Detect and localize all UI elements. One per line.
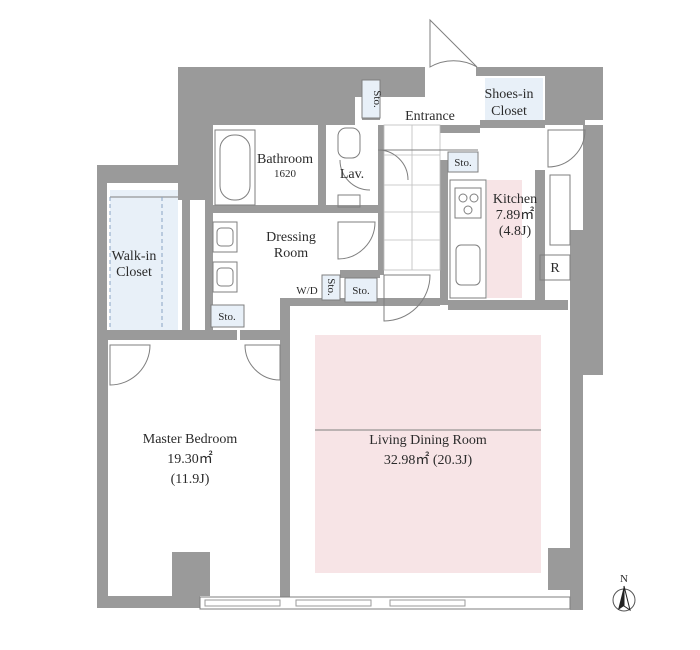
wd-label: W/D: [296, 285, 317, 297]
storage-box-wd: [344, 277, 378, 303]
shoes-in-line2: Closet: [491, 104, 527, 119]
kitchen-jo: (4.8J): [499, 224, 532, 239]
kitchen-pantry: [549, 174, 571, 246]
kitchen-area: 7.89㎡: [496, 207, 535, 223]
windows: [199, 596, 571, 610]
shoes-in-line1: Shoes-in: [485, 87, 534, 102]
living-dining-area: 32.98㎡ (20.3J): [384, 452, 473, 468]
bathroom-name: Bathroom: [257, 152, 313, 167]
master-bedroom-jo: (11.9J): [171, 472, 210, 487]
sto-label-entrance: Sto.: [454, 157, 472, 169]
bathroom-size: 1620: [274, 168, 297, 180]
storage-box-entrance: [447, 151, 479, 173]
master-bedroom-area: 19.30㎡: [167, 451, 213, 467]
sto-label-wd-side: Sto.: [325, 278, 337, 296]
shoes-in-closet-zone: [485, 78, 543, 120]
sto-label-bedroom: Sto.: [218, 311, 236, 323]
master-bedroom-name: Master Bedroom: [143, 432, 238, 447]
dressing-line2: Room: [274, 246, 308, 261]
lavatory-fixtures: [337, 127, 361, 208]
kitchen-zone: [487, 180, 522, 298]
living-dining-zone: [315, 335, 541, 573]
outer-walls: [97, 67, 603, 610]
doors: [109, 18, 586, 386]
kitchen-name: Kitchen: [493, 192, 537, 207]
dressing-line1: Dressing: [266, 230, 316, 245]
walk-in-line2: Closet: [116, 265, 152, 280]
refrigerator-label: R: [550, 261, 560, 276]
walk-in-closet-zone: [110, 190, 178, 330]
bathtub: [214, 129, 256, 206]
sto-label-wd: Sto.: [352, 285, 370, 297]
sto-label-top: Sto.: [371, 90, 383, 108]
living-dining-name: Living Dining Room: [369, 433, 487, 448]
storage-box-wd-side: [321, 274, 341, 301]
entrance-tiles: [380, 124, 478, 271]
lav-label: Lav.: [340, 167, 364, 182]
compass-label: N: [620, 573, 628, 585]
storage-box-bedroom: [210, 304, 245, 328]
compass-north-icon: N: [612, 573, 636, 612]
walk-in-line1: Walk-in: [112, 249, 157, 264]
storage-box-top: [361, 79, 381, 119]
entrance-label: Entrance: [405, 109, 455, 124]
refrigerator-box: [539, 254, 571, 281]
interior-walls: [107, 120, 568, 600]
dressing-sinks: [212, 221, 238, 293]
kitchen-counter: [449, 179, 487, 299]
